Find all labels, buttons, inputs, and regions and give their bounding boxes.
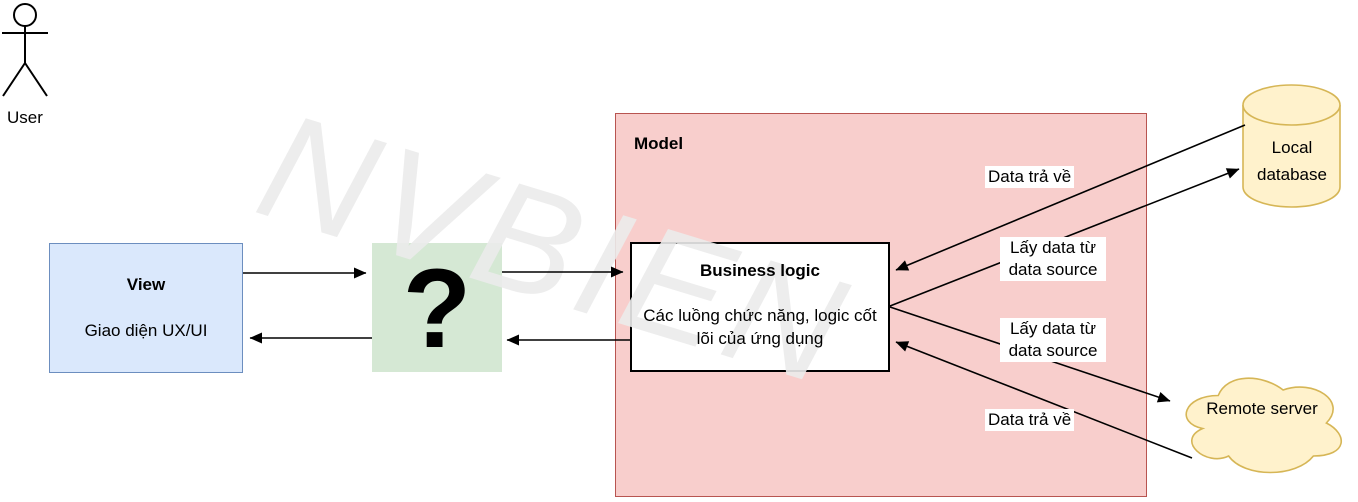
view-node-title: View	[126, 275, 166, 294]
unknown-component-node: ?	[372, 243, 502, 372]
remote-server-cloud-icon	[1185, 377, 1343, 474]
edge-label-data-return-bottom: Data trả về	[985, 409, 1075, 431]
view-node-subtitle: Giao diện UX/UI	[84, 321, 208, 340]
business-logic-title: Business logic	[700, 261, 820, 280]
model-container-title: Model	[634, 134, 684, 153]
business-logic-subtitle: Các luồng chức năng, logic cốt lõi của ứ…	[643, 306, 877, 348]
edge-label-fetch-data-bottom: Lấy data từ data source	[1000, 318, 1106, 362]
edge-label-data-return-top: Data trả về	[985, 166, 1075, 188]
local-database-label: Local database	[1257, 138, 1327, 185]
edge-label-fetch-data-top: Lấy data từ data source	[1000, 237, 1106, 281]
business-logic-node: Business logic Các luồng chức năng, logi…	[630, 242, 890, 372]
user-actor-icon	[2, 3, 48, 97]
view-node: View Giao diện UX/UI	[49, 243, 243, 373]
user-actor-label: User	[7, 108, 43, 127]
remote-server-label: Remote server	[1206, 399, 1318, 418]
question-mark-label: ?	[402, 246, 472, 372]
